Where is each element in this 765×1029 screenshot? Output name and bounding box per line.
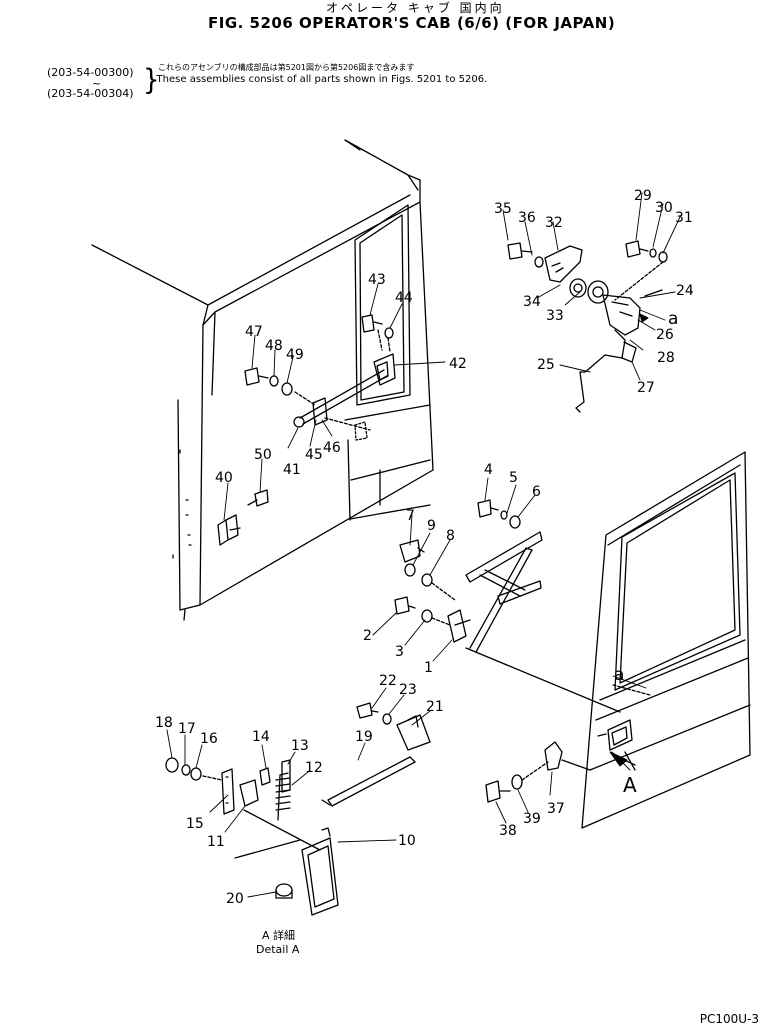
callout-1: 1 [424,660,433,676]
callout-6: 6 [532,484,541,500]
callout-4: 4 [484,462,493,478]
serial-to: (203-54-00304) [47,87,134,100]
callout-40: 40 [215,470,233,486]
view-mark-a-lower: a [614,665,624,685]
detail-a-label: Detail A [256,943,300,956]
window-regulator [394,499,621,713]
callout-45: 45 [305,447,323,463]
serial-brace: } [143,63,160,97]
striker-assembly [485,741,591,803]
callout-2: 2 [363,628,372,644]
callout-17: 17 [178,721,196,737]
callout-24: 24 [676,283,694,299]
callout-43: 43 [368,272,386,288]
callout-35: 35 [494,201,512,217]
callout-23: 23 [399,682,417,698]
detail-a-japanese: A 詳細 [262,929,296,942]
callout-11: 11 [207,834,225,850]
leader-lines [166,192,682,898]
callout-28: 28 [657,350,675,366]
callout-numbers: 1 2 3 4 5 6 7 8 9 10 11 12 13 14 15 16 1… [155,188,694,907]
callout-20: 20 [226,891,244,907]
door-lock-assembly [507,240,668,413]
view-mark-a-upper: a [668,309,678,329]
callout-26: 26 [656,327,674,343]
note-japanese: これらのアセンブリの構成部品は第5201図から第5206図まで含みます [158,63,415,72]
callout-37: 37 [547,801,565,817]
japanese-title: オペレータ キャブ 国内向 [326,1,505,15]
serial-from: (203-54-00300) [47,66,134,79]
callout-12: 12 [305,760,323,776]
callout-21: 21 [426,699,444,715]
cab-body [91,139,434,621]
footer-model-code: PC100U-3 [699,1012,759,1026]
callout-15: 15 [186,816,204,832]
callout-48: 48 [265,338,283,354]
callout-25: 25 [537,357,555,373]
note-english: : These assemblies consist of all parts … [150,74,488,85]
callout-9: 9 [427,518,436,534]
callout-38: 38 [499,823,517,839]
callout-41: 41 [283,462,301,478]
callout-29: 29 [634,188,652,204]
callout-33: 33 [546,308,564,324]
callout-8: 8 [446,528,455,544]
callout-7: 7 [406,508,415,524]
figure-title: FIG. 5206 OPERATOR'S CAB (6/6) (FOR JAPA… [208,14,616,32]
callout-3: 3 [395,644,404,660]
callout-50: 50 [254,447,272,463]
callout-27: 27 [637,380,655,396]
callout-39: 39 [523,811,541,827]
callout-32: 32 [545,215,563,231]
callout-30: 30 [655,200,673,216]
callout-31: 31 [675,210,693,226]
callout-47: 47 [245,324,263,340]
callout-13: 13 [291,738,309,754]
callout-5: 5 [509,470,518,486]
callout-22: 22 [379,673,397,689]
callout-44: 44 [395,290,413,306]
callout-18: 18 [155,715,173,731]
callout-34: 34 [523,294,541,310]
door-panel [581,451,751,829]
detail-a-mechanism [165,702,431,916]
view-marks: a a A [614,309,678,797]
lock-rod-assembly [217,314,396,546]
callout-19: 19 [355,729,373,745]
view-arrows [609,313,649,767]
callout-14: 14 [252,729,270,745]
callout-46: 46 [323,440,341,456]
callout-49: 49 [286,347,304,363]
serial-tilde: ~ [92,77,102,90]
callout-42: 42 [449,356,467,372]
view-mark-A: A [623,773,637,797]
callout-10: 10 [398,833,416,849]
callout-36: 36 [518,210,536,226]
callout-16: 16 [200,731,218,747]
